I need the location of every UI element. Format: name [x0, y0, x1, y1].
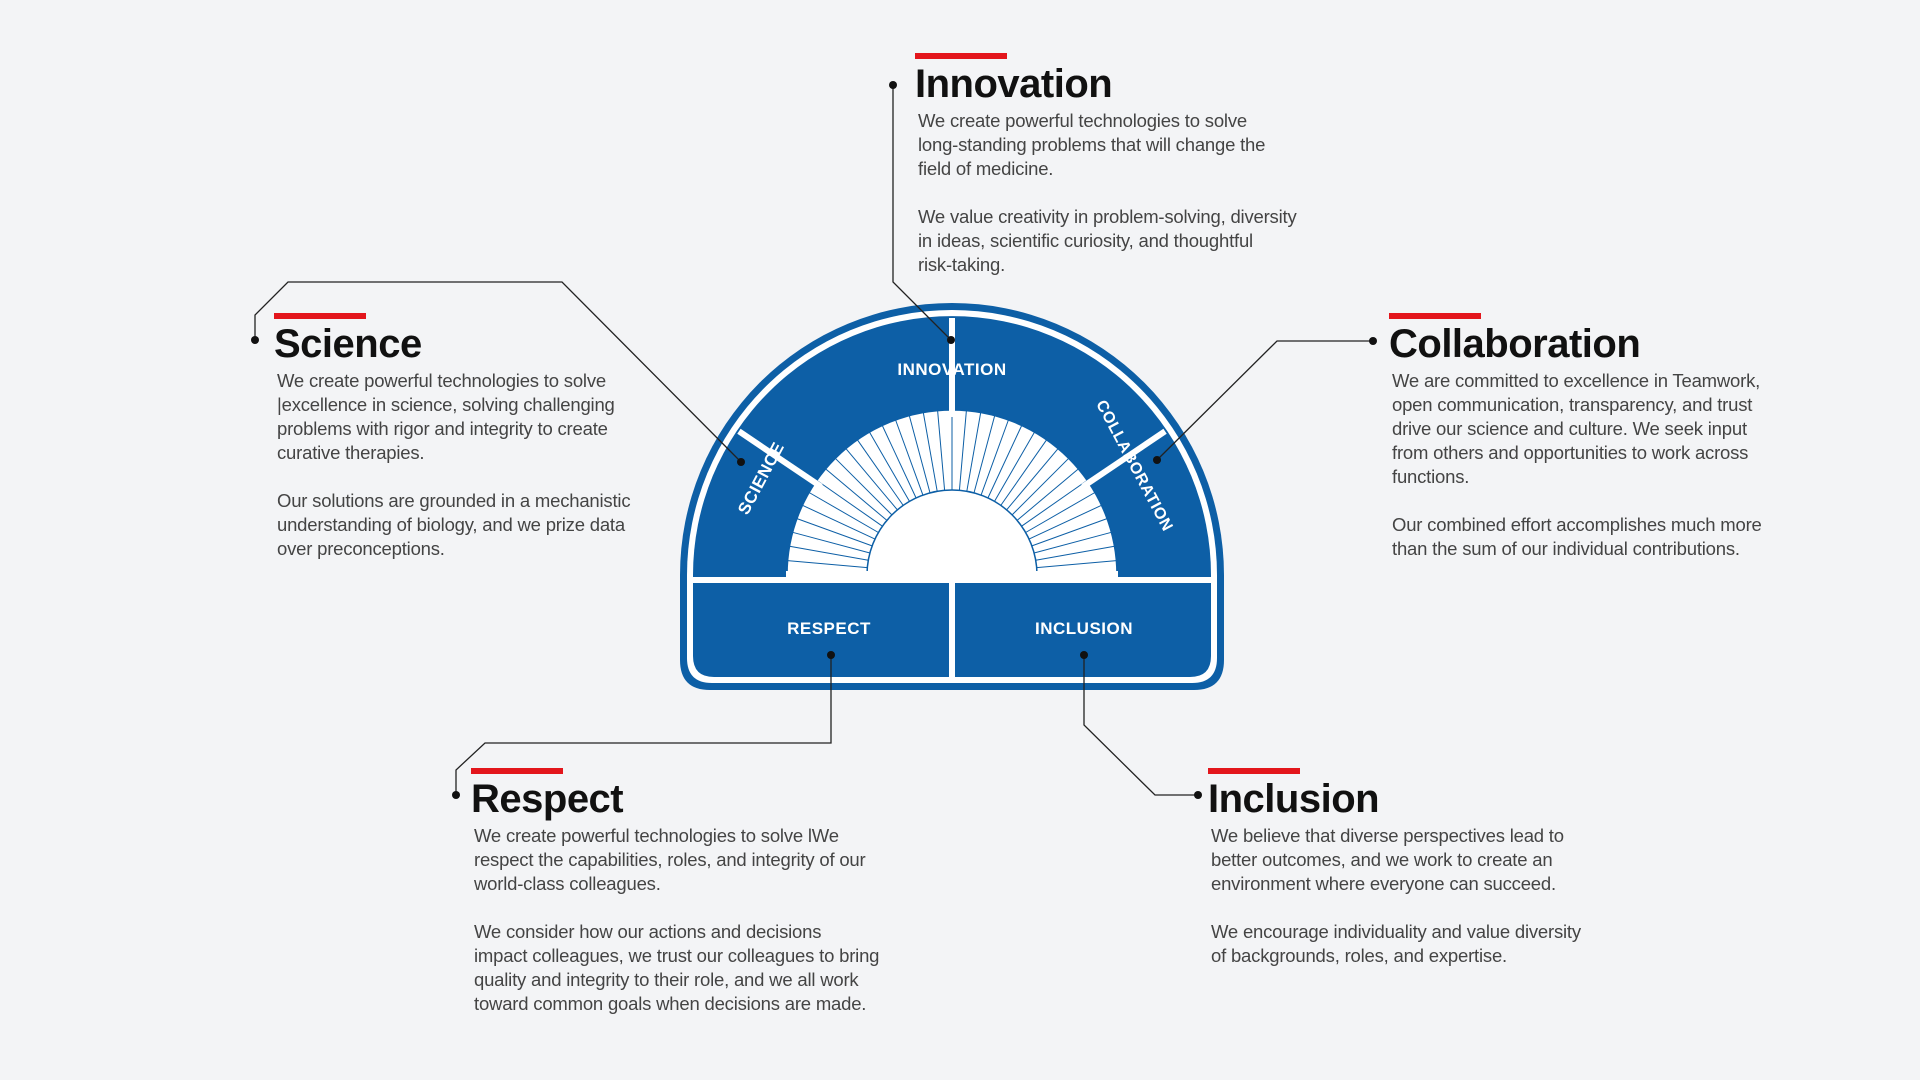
- ray-line: [881, 425, 917, 499]
- value-collaboration: Collaboration We are committed to excell…: [1389, 313, 1762, 561]
- connector-dot-respect-segment: [827, 651, 835, 659]
- ray-line: [802, 504, 876, 540]
- connector-dot-collaboration-segment: [1153, 456, 1161, 464]
- value-text-inclusion-1: We believe that diverse perspectives lea…: [1211, 825, 1564, 894]
- ray-line: [937, 410, 946, 491]
- value-title-innovation: Innovation: [915, 62, 1113, 106]
- connector-dot-inclusion-segment: [1080, 651, 1088, 659]
- ray-line: [845, 448, 898, 511]
- connector-dot-respect-label: [452, 791, 460, 799]
- ray-line: [792, 531, 871, 554]
- ray-line: [834, 457, 893, 516]
- segment-label-inclusion: INCLUSION: [1035, 619, 1133, 638]
- inner-ring: [787, 410, 1117, 575]
- connector-dot-innovation-segment: [947, 336, 955, 344]
- ray-line: [869, 431, 910, 502]
- connector-dot-innovation-label: [889, 81, 897, 89]
- segment-label-respect: RESPECT: [787, 619, 871, 638]
- value-title-inclusion: Inclusion: [1208, 777, 1380, 821]
- ray-line: [987, 425, 1023, 499]
- value-title-respect: Respect: [471, 777, 624, 821]
- connector-science: [254, 281, 742, 463]
- ray-line: [1021, 479, 1088, 527]
- connector-inclusion: [1083, 655, 1198, 796]
- accent-bar: [471, 768, 563, 774]
- ray-line: [825, 468, 888, 521]
- ray-line: [966, 412, 982, 492]
- ray-line: [922, 412, 938, 492]
- ray-line: [787, 560, 868, 569]
- segment-label-innovation: INNOVATION: [897, 360, 1006, 379]
- value-text-science-2: Our solutions are grounded in a mechanis…: [277, 490, 631, 559]
- ray-line: [958, 410, 967, 491]
- ray-line: [1033, 531, 1112, 554]
- ray-line: [796, 518, 873, 547]
- value-title-collaboration: Collaboration: [1389, 322, 1641, 366]
- accent-bar: [274, 313, 366, 319]
- value-text-collaboration-2: Our combined effort accomplishes much mo…: [1392, 514, 1762, 559]
- ray-line: [808, 492, 879, 533]
- ray-line: [980, 419, 1009, 496]
- ray-line: [1016, 468, 1079, 521]
- ray-line: [1011, 457, 1070, 516]
- ray-line: [1025, 492, 1096, 533]
- connector-dot-science-label: [251, 336, 259, 344]
- connector-dot-science-segment: [737, 458, 745, 466]
- value-text-innovation-1: We create powerful technologies to solve…: [918, 110, 1266, 179]
- ray-line: [816, 479, 883, 527]
- value-text-respect-2: We consider how our actions and decision…: [474, 921, 880, 1014]
- ray-line: [1031, 518, 1108, 547]
- value-text-collaboration-1: We are committed to excellence in Teamwo…: [1392, 370, 1761, 487]
- ray-line: [994, 431, 1035, 502]
- ray-line: [895, 419, 924, 496]
- ray-line: [908, 415, 931, 494]
- accent-bar: [1208, 768, 1300, 774]
- ray-line: [1006, 448, 1059, 511]
- ray-lines: [787, 410, 1117, 576]
- value-respect: Respect We create powerful technologies …: [471, 768, 879, 1016]
- value-title-science: Science: [274, 322, 422, 366]
- value-text-respect-1: We create powerful technologies to solve…: [474, 825, 866, 894]
- ray-line: [1000, 439, 1048, 506]
- connector-collaboration: [1156, 340, 1373, 461]
- connector-dot-inclusion-label: [1194, 791, 1202, 799]
- ray-line: [1035, 545, 1115, 561]
- ray-line: [856, 439, 904, 506]
- value-text-inclusion-2: We encourage individuality and value div…: [1211, 921, 1581, 966]
- accent-bar: [915, 53, 1007, 59]
- value-text-science-1: We create powerful technologies to solve…: [277, 370, 615, 463]
- accent-bar: [1389, 313, 1481, 319]
- inner-hub: [866, 489, 1038, 576]
- ray-line: [973, 415, 996, 494]
- connector-innovation: [892, 85, 952, 341]
- connector-lines: [254, 85, 1373, 796]
- connector-dots: [251, 81, 1377, 799]
- ray-line: [1028, 504, 1102, 540]
- value-science: Science We create powerful technologies …: [274, 313, 631, 561]
- ray-line: [789, 545, 869, 561]
- ray-line: [1036, 560, 1117, 569]
- connector-dot-collaboration-label: [1369, 337, 1377, 345]
- value-innovation: Innovation We create powerful technologi…: [915, 53, 1297, 277]
- inner-ring-base: [786, 571, 1118, 577]
- value-inclusion: Inclusion We believe that diverse perspe…: [1208, 768, 1581, 968]
- connector-respect: [455, 655, 832, 795]
- value-text-innovation-2: We value creativity in problem-solving, …: [918, 206, 1297, 275]
